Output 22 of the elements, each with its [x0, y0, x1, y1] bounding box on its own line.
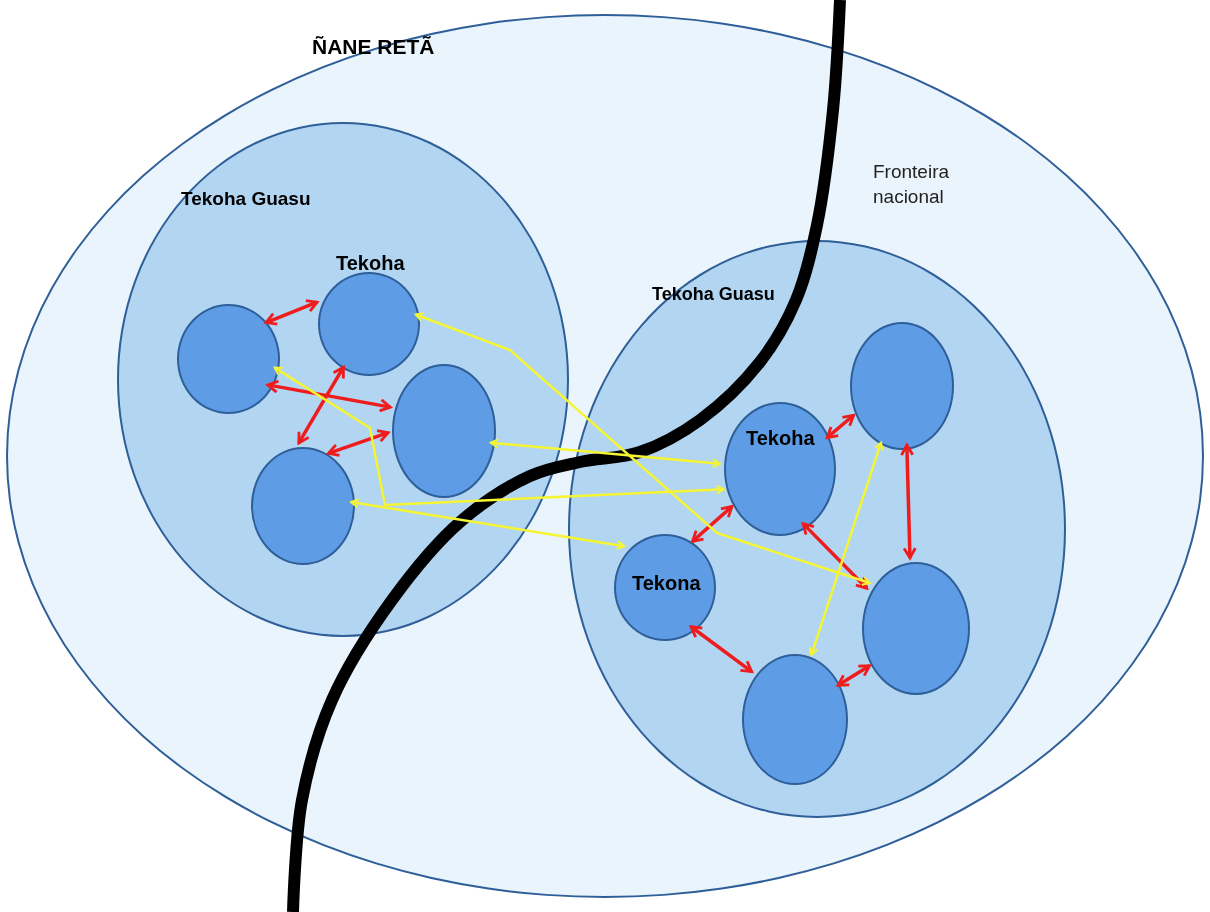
double-arrow — [801, 522, 869, 590]
double-arrow — [836, 664, 871, 687]
double-arrow — [489, 438, 721, 469]
double-arrow — [297, 365, 345, 445]
place-name: ÑANE RETÃ — [312, 35, 435, 60]
double-arrow — [808, 441, 884, 656]
double-arrow — [689, 625, 754, 673]
double-arrow — [264, 299, 319, 326]
border-label: Fronteira nacional — [873, 160, 951, 209]
place-name: Tekoha Guasu — [652, 284, 775, 305]
double-arrow — [900, 443, 917, 560]
double-arrow — [266, 379, 392, 413]
double-arrow — [691, 505, 734, 543]
double-arrow — [825, 413, 855, 440]
double-arrow — [273, 366, 725, 507]
double-arrow — [414, 312, 871, 586]
double-arrow — [327, 429, 390, 457]
place-name: Tekoha — [746, 427, 815, 450]
place-name: Tekoha Guasu — [181, 188, 311, 210]
double-arrow — [350, 498, 626, 551]
place-name: Tekona — [632, 572, 701, 595]
place-name: Tekoha — [336, 252, 405, 275]
